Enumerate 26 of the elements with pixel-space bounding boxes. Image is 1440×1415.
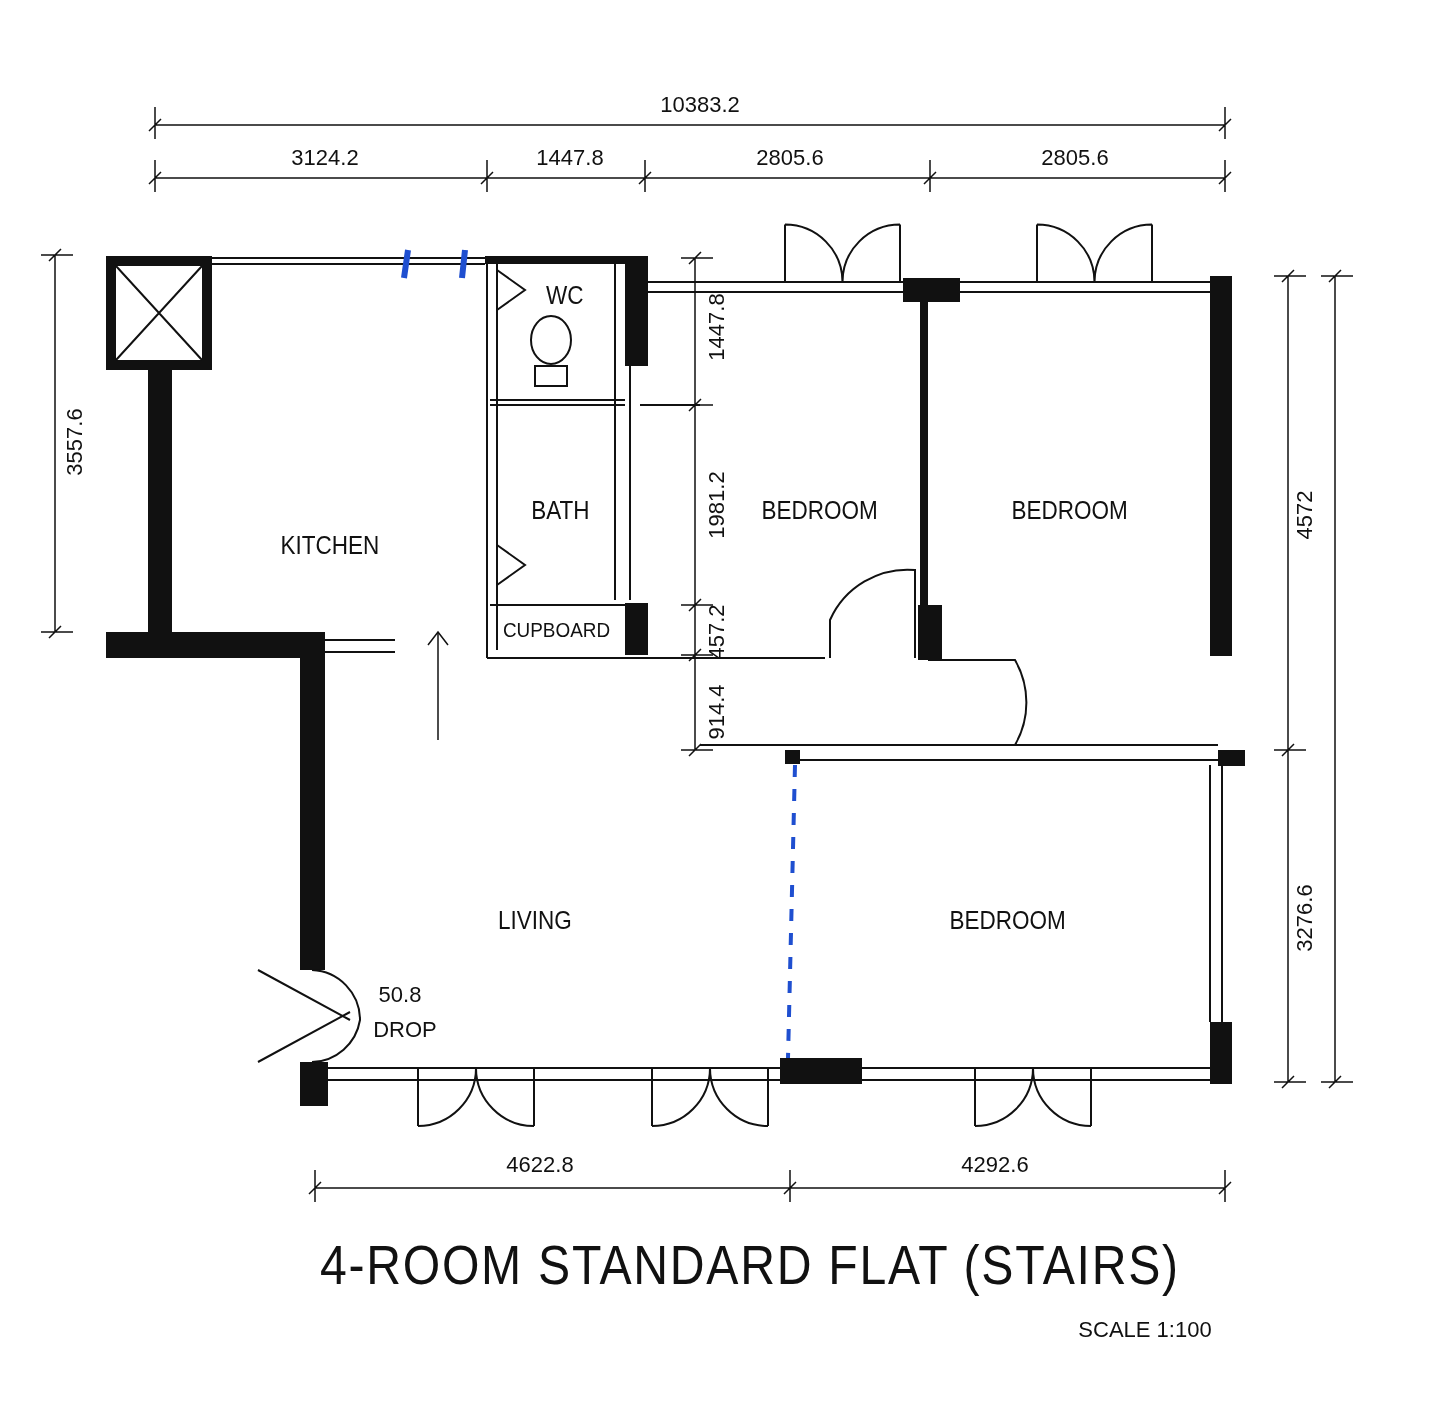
dimension-label: 50.8 (378, 984, 422, 1006)
dimension-label: 2805.6 (756, 147, 824, 169)
room-name: BEDROOM (1011, 495, 1129, 525)
room-name: BEDROOM (761, 495, 879, 525)
dimension-label: 3276.6 (1294, 884, 1316, 952)
room-name: KITCHEN (280, 530, 380, 560)
room-name: BATH (530, 495, 590, 525)
room-name: BEDROOM (949, 905, 1067, 935)
dimension-label: 914.4 (706, 684, 728, 740)
dimension-label: 1981.2 (706, 471, 728, 539)
dimension-label: 3557.6 (64, 408, 86, 476)
room-name: CUPBOARD (503, 618, 611, 642)
dimension-label: 1447.8 (536, 147, 604, 169)
scale-note: SCALE 1:100 (1078, 1319, 1212, 1341)
room-name: LIVING (498, 905, 572, 935)
dimension-label: 10383.2 (660, 94, 740, 116)
dimension-label: 4622.8 (506, 1154, 574, 1176)
dimension-label: 1447.8 (706, 293, 728, 361)
note: DROP (373, 1019, 437, 1041)
dimension-label: 3124.2 (291, 147, 359, 169)
dimension-label: 4572 (1294, 490, 1316, 540)
title: 4-ROOM STANDARD FLAT (STAIRS) (320, 1232, 1180, 1297)
room-name: WC (546, 280, 584, 310)
dimension-label: 2805.6 (1041, 147, 1109, 169)
dimension-label: 4292.6 (961, 1154, 1029, 1176)
dimension-label: 457.2 (706, 604, 728, 660)
